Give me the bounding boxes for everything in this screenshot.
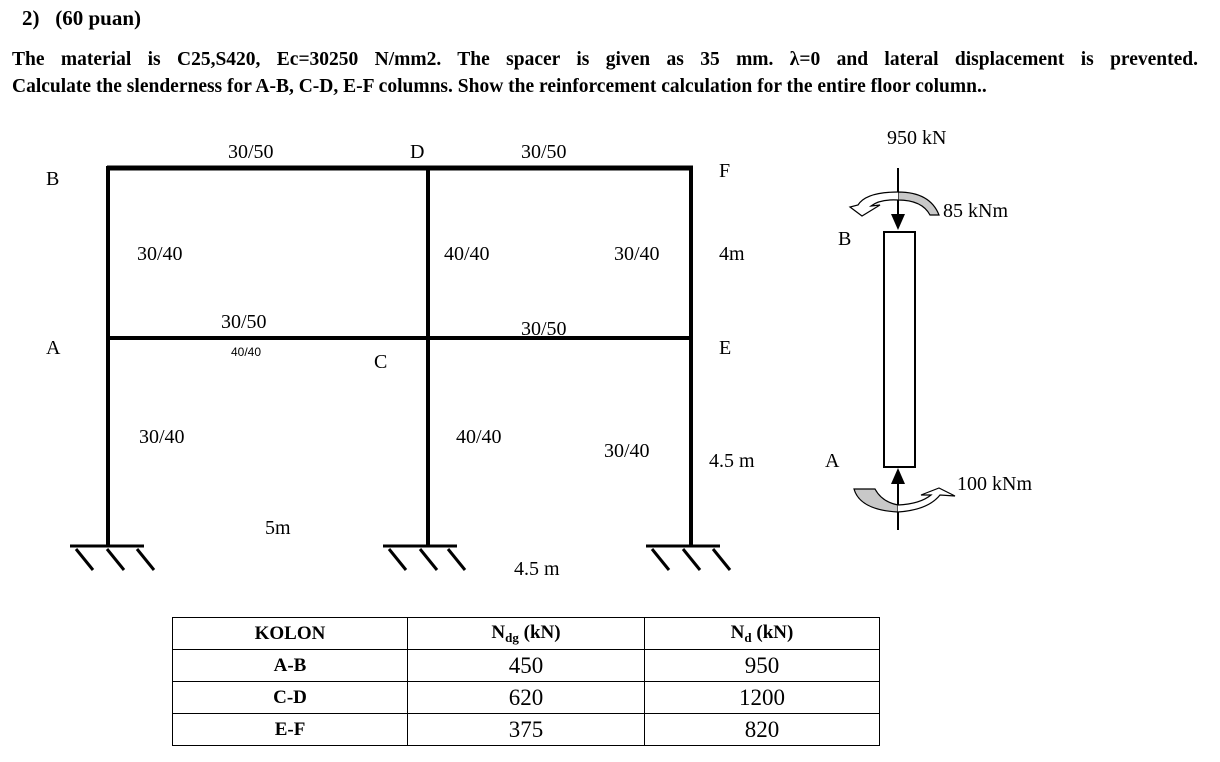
- prompt-line-2: Calculate the slenderness for A-B, C-D, …: [12, 76, 987, 97]
- cell-nd: 1200: [644, 681, 880, 714]
- header-nd: Nd (kN): [644, 617, 880, 650]
- header-nd-sub: d: [744, 629, 752, 645]
- frame-members: [106, 165, 693, 546]
- node-label-a: A: [46, 337, 61, 359]
- header-kolon: KOLON: [172, 617, 408, 650]
- column-detail-node-a: A: [825, 450, 840, 472]
- prompt-line-1: The material is C25,S420, Ec=30250 N/mm2…: [12, 49, 1198, 70]
- column-member: [883, 231, 916, 468]
- question-heading: 2) (60 puan): [22, 6, 141, 31]
- column-label-lower-left: 30/40: [139, 426, 185, 448]
- bottom-moment-shaded-icon: [853, 488, 899, 513]
- cell-nd: 820: [644, 713, 880, 746]
- top-moment-shaded-icon: [897, 191, 940, 216]
- cell-nd: 950: [644, 649, 880, 682]
- column-detail-node-b: B: [838, 228, 851, 250]
- top-moment-arrow-icon: [848, 191, 899, 217]
- beam-label-top-right: 30/50: [521, 141, 567, 163]
- fixed-support-right: [646, 544, 732, 571]
- dimension-left-span: 5m: [265, 517, 291, 539]
- beam-label-mid-left-small: 40/40: [231, 345, 261, 359]
- node-label-d: D: [410, 141, 424, 163]
- column-loads-table: KOLON Ndg (kN) Nd (kN) A-B 450 950 C-D 6…: [172, 617, 880, 746]
- node-label-b: B: [46, 168, 59, 190]
- header-ndg-main: N: [491, 621, 506, 643]
- cell-kolon: A-B: [172, 649, 408, 682]
- header-nd-main: N: [730, 621, 745, 643]
- beam-label-mid-right: 30/50: [521, 318, 567, 340]
- table-row: A-B 450 950: [172, 649, 880, 682]
- table-row: E-F 375 820: [172, 713, 880, 746]
- column-label-lower-right: 30/40: [604, 440, 650, 462]
- fixed-support-middle: [383, 544, 467, 571]
- column-detail: 950 kN 85 kNm B 100 kNm A: [825, 127, 1032, 530]
- cell-ndg: 375: [407, 713, 645, 746]
- header-ndg-unit: (kN): [518, 621, 561, 643]
- frame-diagram: B A D C F E 30/50 30/50 30/50 40/40 30/5…: [46, 127, 1032, 580]
- cell-ndg: 450: [407, 649, 645, 682]
- question-number: 2): [22, 6, 40, 30]
- fixed-support-left: [70, 544, 156, 571]
- node-label-f: F: [719, 160, 730, 182]
- question-points: (60 puan): [55, 6, 142, 30]
- header-ndg: Ndg (kN): [407, 617, 645, 650]
- bottom-reaction-arrowhead-icon: [891, 468, 905, 484]
- table-row: C-D 620 1200: [172, 681, 880, 714]
- axial-load-arrowhead-icon: [891, 214, 905, 230]
- axial-load-label: 950 kN: [887, 127, 946, 149]
- header-ndg-sub: dg: [505, 629, 519, 645]
- beam-label-top-left: 30/50: [228, 141, 274, 163]
- dimension-lower-storey: 4.5 m: [709, 450, 755, 472]
- node-label-e: E: [719, 337, 731, 359]
- column-label-upper-right: 30/40: [614, 243, 660, 265]
- dimension-right-span: 4.5 m: [514, 558, 560, 580]
- cell-kolon: C-D: [172, 681, 408, 714]
- top-moment-label: 85 kNm: [943, 200, 1008, 222]
- cell-ndg: 620: [407, 681, 645, 714]
- node-label-c: C: [374, 351, 387, 373]
- bottom-moment-arrow-icon: [897, 487, 956, 513]
- header-nd-unit: (kN): [751, 621, 794, 643]
- beam-label-mid-left: 30/50: [221, 311, 267, 333]
- dimension-upper-storey: 4m: [719, 243, 745, 265]
- table-header-row: KOLON Ndg (kN) Nd (kN): [172, 617, 880, 650]
- cell-kolon: E-F: [172, 713, 408, 746]
- column-label-lower-middle: 40/40: [456, 426, 502, 448]
- bottom-moment-label: 100 kNm: [957, 473, 1032, 495]
- column-label-upper-middle: 40/40: [444, 243, 490, 265]
- question-prompt: The material is C25,S420, Ec=30250 N/mm2…: [12, 46, 1212, 100]
- column-label-upper-left: 30/40: [137, 243, 183, 265]
